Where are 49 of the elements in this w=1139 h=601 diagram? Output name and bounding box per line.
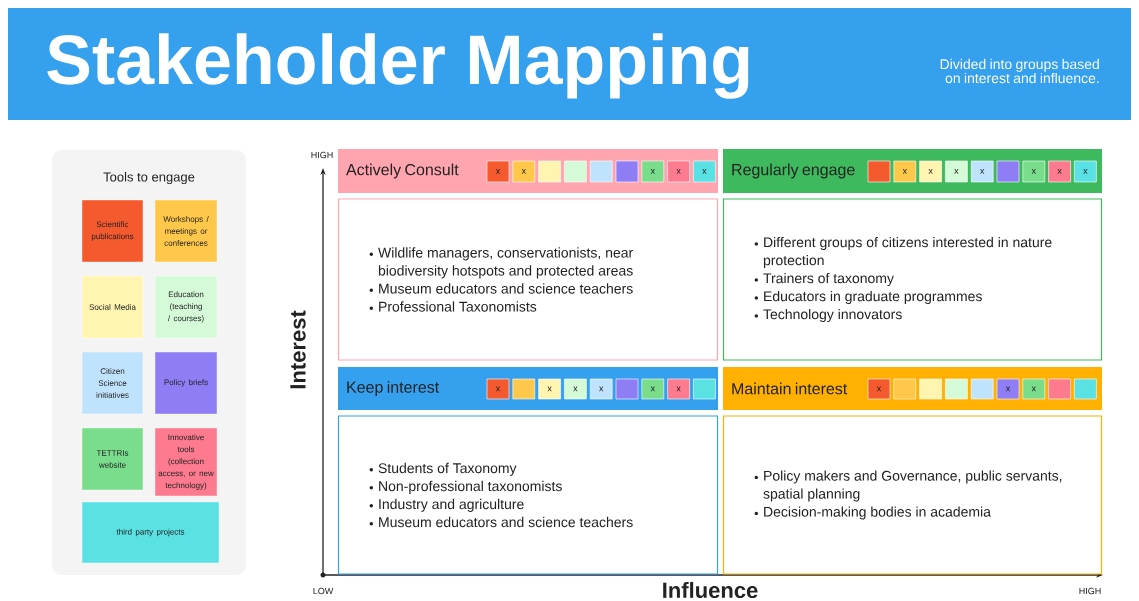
list-item: Wildlife managers, conservationists, near biodiversity hotspots and protected areas [378, 247, 633, 279]
sticky-note: Scientific publications [81, 199, 144, 263]
color-swatch [615, 160, 639, 183]
color-swatch [693, 378, 716, 400]
color-swatch [919, 378, 942, 400]
list-item: Museum educators and science teachers [379, 516, 633, 528]
list-item: Students of Taxonomy [378, 462, 517, 476]
color-swatch [945, 378, 968, 400]
quadrant-box [722, 415, 1103, 575]
color-swatch [1048, 378, 1071, 400]
color-swatch [970, 378, 994, 400]
axis-label: LOW [313, 587, 334, 595]
list-item: Museum educators and science teachers [379, 283, 633, 294]
color-swatch [538, 160, 561, 183]
quadrant-box [722, 198, 1103, 361]
panel-title: Tools to engage [103, 172, 195, 185]
sticky-note: TETTRIs website [81, 427, 144, 491]
quadrant-box [337, 198, 719, 361]
list-item: Industry and agriculture [379, 498, 524, 512]
color-swatch [512, 378, 536, 400]
list-item: Technology innovators [763, 308, 902, 322]
axis-title: Interest [290, 310, 306, 389]
axis-label: HIGH [311, 151, 333, 159]
title: Stakeholder Mapping [47, 33, 749, 99]
list-item: Non-professional taxonomists [379, 480, 562, 494]
sticky-note: Education (teaching / courses) [154, 275, 218, 339]
sticky-note: Innovative tools (collection access, or new technology) [154, 427, 218, 497]
list-item: Trainers of taxonomy [763, 272, 894, 286]
sticky-note: Policy briefs [154, 351, 218, 415]
list-item: Decision-making bodies in academia [764, 506, 991, 520]
axis-title: Influence [663, 581, 758, 599]
list-item: Professional Taxonomists [379, 301, 537, 312]
list-item: Policy makers and Governance, public servants, spatial planning [763, 470, 1062, 502]
sticky-note: third party projects [81, 501, 220, 564]
sticky-note: Workshops / meetings or conferences [154, 199, 218, 263]
color-swatch [564, 160, 587, 183]
color-swatch [893, 378, 917, 400]
color-swatch [615, 378, 639, 400]
sticky-note: Social Media [81, 275, 144, 339]
axis-label: HIGH [1079, 587, 1101, 595]
quadrant-box [337, 415, 719, 575]
color-swatch [1074, 378, 1097, 400]
sticky-note: Citizen Science initiatives [81, 351, 144, 415]
list-item: Educators in graduate programmes [764, 290, 982, 304]
color-swatch [867, 160, 891, 183]
list-item: Different groups of citizens interested in nature protection [763, 236, 1052, 268]
color-swatch [589, 160, 613, 183]
subtitle: Divided into groups based on interest and influence. [940, 58, 1099, 84]
color-swatch [996, 160, 1020, 183]
